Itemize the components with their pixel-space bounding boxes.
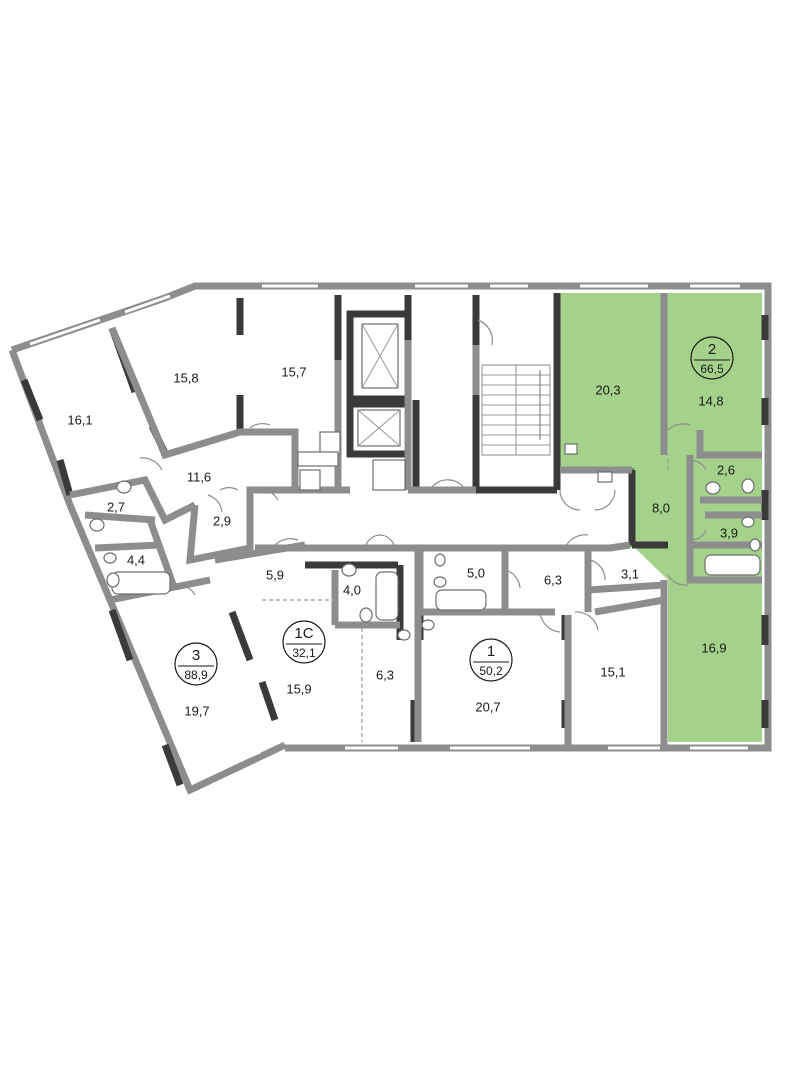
apartment-number: 1 bbox=[487, 643, 495, 660]
room-area-2-6: 2,6 bbox=[717, 462, 735, 477]
room-area-15-7: 15,7 bbox=[281, 364, 306, 379]
room-area-11-6: 11,6 bbox=[187, 469, 211, 484]
room-area-5-9: 5,9 bbox=[266, 567, 284, 582]
room-labels: 16,1 15,8 15,7 20,3 14,8 11,6 2,7 2,9 4,… bbox=[67, 364, 738, 718]
apartment-badge-1[interactable]: 1 50,2 bbox=[469, 638, 513, 682]
apartment-badge-1c[interactable]: 1С 32,1 bbox=[282, 620, 326, 664]
room-area-3-1: 3,1 bbox=[621, 566, 639, 581]
room-area-4-4: 4,4 bbox=[127, 552, 145, 567]
room-area-15-1: 15,1 bbox=[600, 664, 625, 679]
room-area-19-7: 19,7 bbox=[184, 703, 209, 718]
room-area-16-1: 16,1 bbox=[67, 412, 92, 427]
room-area-15-9: 15,9 bbox=[286, 681, 311, 696]
room-area-20-3: 20,3 bbox=[595, 382, 620, 397]
apartment-badge-3[interactable]: 3 88,9 bbox=[174, 642, 218, 686]
apartment-total-area: 32,1 bbox=[292, 646, 316, 660]
room-area-8-0: 8,0 bbox=[652, 500, 670, 515]
room-area-6-3-a: 6,3 bbox=[376, 667, 394, 682]
room-area-4-0: 4,0 bbox=[343, 582, 361, 597]
room-area-6-3-b: 6,3 bbox=[544, 572, 562, 587]
room-area-2-9: 2,9 bbox=[213, 513, 231, 528]
apartment-number: 2 bbox=[708, 341, 716, 358]
staircase bbox=[481, 364, 551, 456]
apartment-number: 3 bbox=[192, 647, 200, 664]
apartment-total-area: 88,9 bbox=[184, 668, 208, 682]
bathroom-fixtures bbox=[89, 431, 761, 641]
apartment-total-area: 50,2 bbox=[479, 664, 503, 678]
room-area-20-7: 20,7 bbox=[475, 699, 500, 714]
apartment-number: 1С bbox=[294, 625, 313, 642]
windows bbox=[29, 284, 748, 775]
room-area-15-8: 15,8 bbox=[173, 370, 198, 385]
room-area-3-9: 3,9 bbox=[720, 525, 738, 540]
room-area-5-0: 5,0 bbox=[467, 565, 485, 580]
apartment-total-area: 66,5 bbox=[700, 362, 724, 376]
interior-walls bbox=[69, 293, 762, 748]
room-area-16-9: 16,9 bbox=[701, 640, 726, 655]
zone-dividers bbox=[262, 455, 669, 742]
room-area-14-8: 14,8 bbox=[698, 393, 723, 408]
room-area-2-7: 2,7 bbox=[107, 499, 125, 514]
doors bbox=[139, 319, 707, 633]
elevator-shafts bbox=[357, 323, 401, 447]
apartment-badge-2[interactable]: 2 66,5 bbox=[690, 336, 734, 380]
